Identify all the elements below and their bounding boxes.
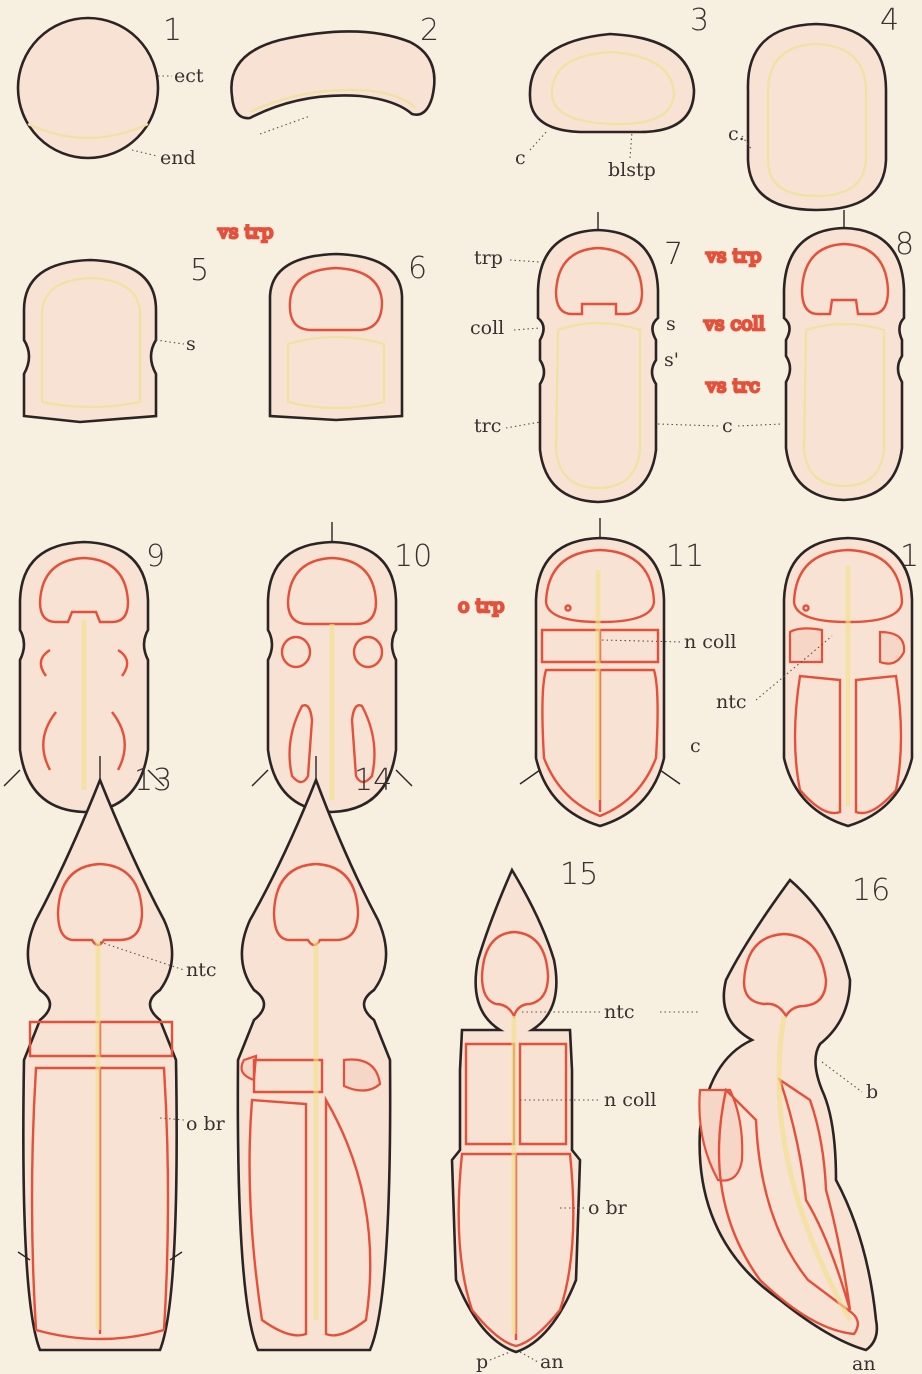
label-an-16: an	[852, 1353, 876, 1374]
figure-number: 4	[880, 3, 899, 38]
figure-number: 9	[146, 539, 165, 574]
label-end: end	[160, 147, 196, 169]
figure-number: 1	[900, 539, 919, 574]
label-trc: trc	[474, 415, 501, 437]
label-s-prime: s'	[664, 349, 679, 371]
figure-3: 3	[530, 3, 709, 132]
figure-16: 16	[699, 873, 890, 1350]
figure-number: 7	[664, 237, 683, 272]
figure-number: 8	[895, 227, 914, 262]
figure-number: 15	[560, 857, 598, 892]
figure-12: 1	[784, 538, 919, 826]
label-s-7: s	[666, 313, 676, 335]
figure-15: 15	[452, 857, 598, 1352]
label-an-15: an	[540, 1351, 564, 1373]
label-coll: coll	[470, 317, 504, 339]
label-vs-trp: vs trp	[705, 245, 761, 267]
label-vs-trp-faint: vs trp	[217, 221, 273, 243]
label-c-11: c	[690, 735, 701, 757]
figure-number: 3	[690, 3, 709, 38]
figure-14: 14	[238, 763, 392, 1350]
label-trp: trp	[474, 247, 503, 269]
label-o-trp: o trp	[458, 595, 504, 617]
figure-6: 6	[270, 251, 427, 420]
figure-number: 6	[408, 251, 427, 286]
figure-8: 8	[784, 227, 914, 500]
figure-number: 5	[190, 253, 209, 288]
figure-number: 13	[134, 763, 172, 798]
label-n-coll-15: n coll	[604, 1089, 657, 1111]
label-o-br-15: o br	[588, 1197, 628, 1219]
label-n-coll: n coll	[684, 631, 737, 653]
label-vs-trc: vs trc	[705, 375, 760, 397]
figure-1: 1	[18, 13, 182, 158]
label-s-5: s	[186, 333, 196, 355]
figure-number: 11	[666, 539, 704, 574]
figure-10: 10	[268, 539, 432, 812]
label-p: p	[476, 1351, 488, 1373]
figure-number: 14	[354, 763, 392, 798]
label-ect: ect	[174, 65, 204, 87]
figure-number: 10	[394, 539, 432, 574]
label-ntc-12: ntc	[716, 691, 747, 713]
figure-7: 7	[538, 230, 683, 502]
label-b: b	[866, 1081, 878, 1103]
figure-4: 4	[748, 3, 899, 210]
label-ntc-15: ntc	[604, 1001, 635, 1023]
label-c: c	[515, 147, 526, 169]
figure-number: 1	[163, 13, 182, 48]
label-c-7: c	[722, 415, 733, 437]
figure-13: 13	[23, 763, 176, 1350]
label-o-br-13: o br	[186, 1113, 226, 1135]
label-blstp: blstp	[608, 159, 656, 181]
figure-number: 2	[420, 13, 439, 48]
label-ntc-13: ntc	[186, 959, 217, 981]
label-vs-coll: vs coll	[703, 313, 765, 335]
label-c-dot: c.	[728, 123, 745, 145]
figure-number: 16	[852, 873, 890, 908]
figure-5: 5	[24, 253, 209, 422]
figure-2: 2	[231, 13, 439, 118]
